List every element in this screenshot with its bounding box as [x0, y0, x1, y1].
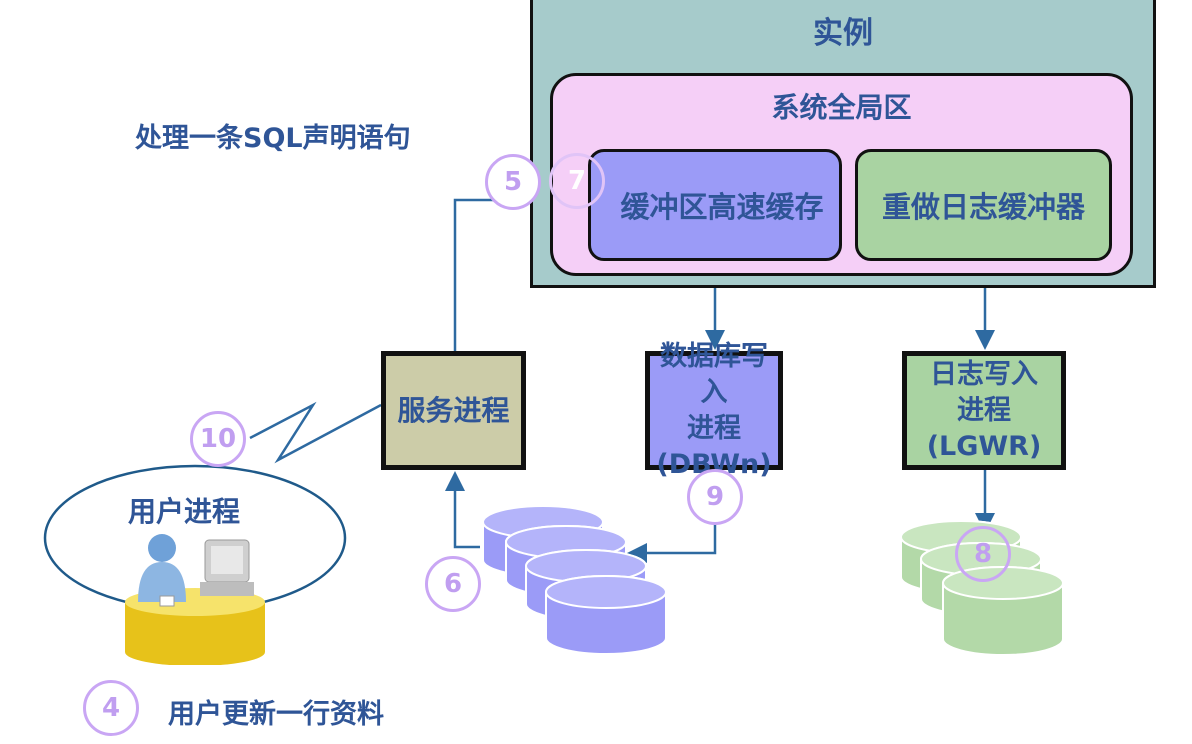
server-process-label: 服务进程 [397, 393, 510, 427]
sga-label: 系统全局区 [771, 91, 912, 124]
user-workstation-icon [125, 534, 265, 665]
lgwr-line3: (LGWR) [926, 430, 1042, 462]
diagram-title: 处理一条SQL声明语句 [135, 123, 411, 154]
redo-log-buffer-box: 重做日志缓冲器 [855, 149, 1112, 261]
instance-label: 实例 [813, 16, 873, 51]
step-10-circle: 10 [190, 411, 246, 467]
datafiles-to-server-arrow [445, 471, 480, 549]
step-5-circle: 5 [485, 154, 541, 210]
step-7-circle: 7 [549, 153, 605, 209]
buffer-cache-label: 缓冲区高速缓存 [620, 190, 824, 224]
step-6-circle: 6 [425, 556, 481, 612]
step-9-circle: 9 [687, 469, 743, 525]
user-person-icon [138, 534, 186, 602]
computer-icon [200, 539, 254, 596]
server-to-sga-line [453, 198, 530, 351]
user-to-server-zigzag [249, 401, 382, 464]
redo-log-buffer-label: 重做日志缓冲器 [881, 190, 1085, 224]
step-4-circle: 4 [83, 680, 139, 736]
database-disks-icon [482, 505, 667, 655]
dbwn-line2: 进程 [687, 412, 741, 444]
buffer-cache-box: 缓冲区高速缓存 [588, 149, 842, 261]
dbwn-line1: 数据库写入 [660, 340, 768, 408]
server-process-box: 服务进程 [381, 351, 526, 470]
lgwr-line1: 日志写入 [930, 358, 1038, 390]
lgwr-line2: 进程 [957, 394, 1011, 426]
user-process-label: 用户进程 [128, 495, 241, 528]
dbwn-process-box: 数据库写入 进程 (DBWn) [645, 341, 783, 480]
caption: 用户更新一行资料 [168, 699, 384, 730]
step-8-circle: 8 [955, 526, 1011, 582]
lgwr-process-box: 日志写入 进程 (LGWR) [902, 351, 1066, 470]
